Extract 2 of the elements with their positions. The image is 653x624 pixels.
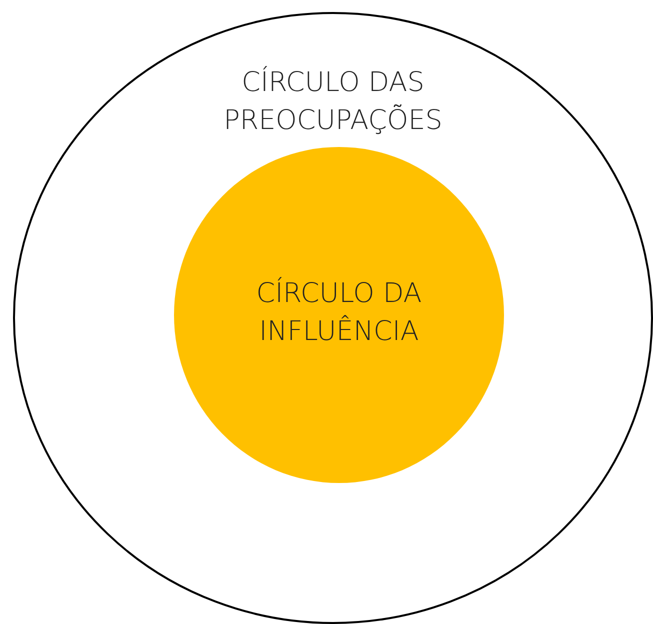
influence-label: CÍRCULO DA INFLUÊNCIA	[255, 276, 423, 349]
concern-label: CÍRCULO DAS PREOCUPAÇÕES	[222, 65, 444, 138]
